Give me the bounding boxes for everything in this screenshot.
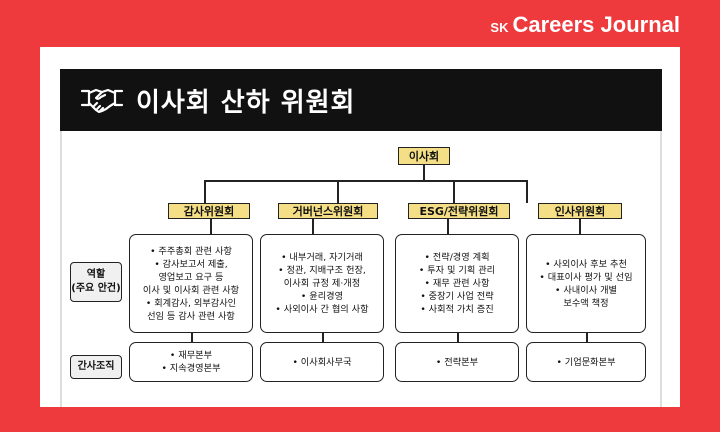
org-chart: 이사회 감사위원회 거버넌스위원회 ESG/전략위원회 인사위원회 역할 (주요… <box>60 131 662 407</box>
role-item: 선임 등 감사 관련 사항 <box>147 310 235 322</box>
role-connector-1 <box>210 219 212 234</box>
secretariat-label: 간사조직 <box>77 361 115 372</box>
role-item: 보수액 책정 <box>563 297 609 309</box>
secretariat-item: • 기업문화본부 <box>556 356 616 368</box>
handshake-icon <box>80 88 124 114</box>
banner-title: 이사회 산하 위원회 <box>136 87 356 118</box>
role-item: • 윤리경영 <box>300 291 344 302</box>
secretariat-governance: • 이사회사무국 <box>260 342 384 382</box>
role-item: • 사회적 가치 증진 <box>420 304 494 315</box>
sec-connector-4 <box>586 333 588 342</box>
secretariat-item: • 재무본부 <box>169 350 213 361</box>
roles-esg-strategy: • 전략/경영 계획 • 투자 및 기획 관리 • 재무 관련 사항 • 중장기… <box>395 234 519 333</box>
committee-hr: 인사위원회 <box>538 203 622 219</box>
brand-name: Careers Journal <box>512 12 680 37</box>
secretariat-item: • 이사회사무국 <box>292 356 352 368</box>
branch-drop-2 <box>337 180 339 203</box>
role-label-line1: 역할 <box>86 269 106 280</box>
roles-audit: • 주주총회 관련 사항 • 감사보고서 제출, 영업보고 요구 등 이사 및 … <box>129 234 253 333</box>
role-connector-3 <box>447 219 449 234</box>
role-item: • 사내이사 개별 <box>555 284 617 296</box>
role-item: • 전략/경영 계획 <box>424 252 490 263</box>
role-item: • 감사보고서 제출, <box>154 258 228 270</box>
secretariat-audit: • 재무본부 • 지속경영본부 <box>129 342 253 382</box>
role-item: • 대표이사 평가 및 선임 <box>539 271 633 283</box>
role-item: 영업보고 요구 등 <box>158 271 224 283</box>
role-item: • 사외이사 간 협의 사항 <box>275 304 369 315</box>
branch-drop-1 <box>204 180 206 203</box>
committee-esg-strategy: ESG/전략위원회 <box>408 203 510 219</box>
brand-prefix: SK <box>490 20 509 35</box>
roles-hr: • 사외이사 후보 추천 • 대표이사 평가 및 선임 • 사내이사 개별 보수… <box>526 234 646 333</box>
role-item: • 내부거래, 자기거래 <box>281 252 363 263</box>
secretariat-esg-strategy: • 전략본부 <box>395 342 519 382</box>
content-card: 이사회 산하 위원회 이사회 감사위원회 거버넌스위원회 ESG/전략위원회 인… <box>40 47 680 407</box>
secretariat-item: • 지속경영본부 <box>161 363 221 374</box>
title-banner: 이사회 산하 위원회 <box>60 69 662 131</box>
board-node: 이사회 <box>398 147 450 165</box>
role-connector-2 <box>312 219 314 234</box>
role-item: • 재무 관련 사항 <box>424 278 490 289</box>
role-item: • 주주총회 관련 사항 <box>150 245 232 257</box>
role-label-line2: (주요 안건) <box>71 283 121 294</box>
role-side-label: 역할 (주요 안건) <box>70 262 122 302</box>
roles-governance: • 내부거래, 자기거래 • 정관, 지배구조 헌장, 이사회 규정 제·개정 … <box>260 234 384 333</box>
sec-connector-1 <box>191 333 193 342</box>
committee-audit: 감사위원회 <box>168 203 250 219</box>
board-connector <box>423 165 425 181</box>
secretariat-item: • 전략본부 <box>435 356 479 368</box>
role-item: • 회계감사, 외부감사인 <box>145 297 237 309</box>
secretariat-hr: • 기업문화본부 <box>526 342 646 382</box>
branch-drop-4 <box>526 180 528 203</box>
brand-logo: SK Careers Journal <box>490 12 680 38</box>
role-item: 이사회 규정 제·개정 <box>283 278 361 289</box>
sec-connector-3 <box>457 333 459 342</box>
role-item: • 투자 및 기획 관리 <box>418 265 496 276</box>
role-item: 이사 및 이사회 관련 사항 <box>142 284 240 296</box>
branch-line <box>204 180 528 182</box>
role-item: • 중장기 사업 전략 <box>420 291 494 302</box>
sec-connector-2 <box>322 333 324 342</box>
role-item: • 정관, 지배구조 헌장, <box>278 265 366 276</box>
committee-governance: 거버넌스위원회 <box>278 203 378 219</box>
secretariat-side-label: 간사조직 <box>70 355 122 379</box>
role-item: • 사외이사 후보 추천 <box>545 258 627 270</box>
role-connector-4 <box>579 219 581 234</box>
branch-drop-3 <box>453 180 455 203</box>
